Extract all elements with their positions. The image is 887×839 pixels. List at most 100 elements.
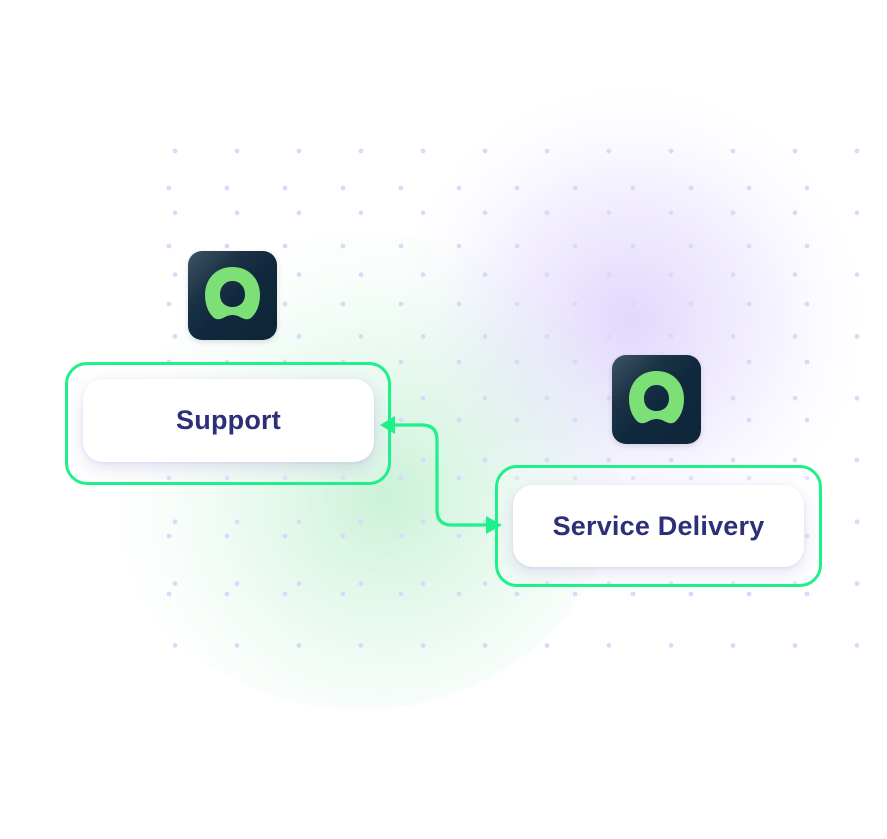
grid-dot: [854, 334, 860, 339]
grid-dot: [630, 591, 636, 597]
grid-dot: [804, 417, 810, 423]
grid-dot: [224, 533, 230, 539]
grid-dot: [456, 185, 462, 191]
grid-dot: [340, 185, 346, 191]
grid-dot: [854, 210, 860, 216]
grid-dot: [572, 243, 578, 249]
grid-dot: [688, 185, 694, 191]
grid-dot: [482, 457, 488, 463]
grid-dot: [398, 185, 404, 191]
grid-dot: [792, 272, 798, 277]
grid-dot: [340, 533, 346, 539]
grid-dot: [804, 591, 810, 597]
grid-dot: [630, 475, 636, 481]
grid-dot: [420, 643, 426, 648]
grid-dot: [792, 210, 798, 216]
grid-dot: [854, 519, 860, 525]
grid-dot: [358, 519, 364, 525]
grid-dot: [456, 243, 462, 249]
grid-dot: [544, 334, 550, 339]
grid-dot: [630, 301, 636, 307]
grid-dot: [282, 243, 288, 249]
app-logo-icon: [205, 267, 260, 320]
grid-dot: [420, 148, 426, 154]
grid-dot: [606, 334, 612, 339]
grid-dot: [482, 272, 488, 277]
grid-dot: [730, 272, 736, 277]
grid-dot: [224, 591, 230, 597]
grid-dot: [730, 148, 736, 154]
grid-dot: [572, 475, 578, 481]
grid-dot: [166, 301, 172, 307]
grid-dot: [606, 148, 612, 154]
grid-dot: [792, 334, 798, 339]
grid-dot: [296, 210, 302, 216]
grid-dot: [792, 148, 798, 154]
grid-dot: [544, 643, 550, 648]
grid-dot: [606, 210, 612, 216]
grid-dot: [358, 148, 364, 154]
grid-dot: [398, 301, 404, 307]
grid-dot: [420, 457, 426, 463]
grid-dot: [746, 591, 752, 597]
grid-dot: [482, 581, 488, 586]
grid-dot: [544, 210, 550, 216]
grid-dot: [668, 272, 674, 277]
grid-dot: [172, 148, 178, 154]
grid-dot: [456, 359, 462, 365]
grid-dot: [398, 243, 404, 249]
support-label: Support: [176, 405, 281, 435]
grid-dot: [296, 643, 302, 648]
grid-dot: [482, 395, 488, 401]
grid-dot: [482, 643, 488, 648]
grid-dot: [340, 243, 346, 249]
grid-dot: [606, 272, 612, 277]
grid-dot: [606, 395, 612, 401]
grid-dot: [514, 591, 520, 597]
support-card[interactable]: Support: [83, 379, 374, 462]
grid-dot: [282, 591, 288, 597]
grid-dot: [606, 643, 612, 648]
grid-dot: [172, 210, 178, 216]
grid-dot: [398, 475, 404, 481]
grid-dot: [572, 301, 578, 307]
grid-dot: [166, 475, 172, 481]
grid-dot: [630, 243, 636, 249]
grid-dot: [358, 272, 364, 277]
grid-dot: [456, 591, 462, 597]
grid-dot: [544, 395, 550, 401]
grid-dot: [854, 272, 860, 277]
grid-dot: [544, 148, 550, 154]
grid-dot: [854, 395, 860, 401]
grid-dot: [420, 334, 426, 339]
grid-dot: [514, 243, 520, 249]
grid-dot: [296, 581, 302, 586]
grid-dot: [668, 643, 674, 648]
grid-dot: [688, 591, 694, 597]
grid-dot: [514, 417, 520, 423]
grid-dot: [456, 301, 462, 307]
app-logo-icon: [629, 371, 684, 424]
grid-dot: [746, 301, 752, 307]
grid-dot: [854, 643, 860, 648]
grid-dot: [854, 457, 860, 463]
grid-dot: [296, 148, 302, 154]
grid-dot: [668, 148, 674, 154]
grid-dot: [668, 210, 674, 216]
grid-dot: [420, 581, 426, 586]
grid-dot: [688, 475, 694, 481]
grid-dot: [730, 395, 736, 401]
grid-dot: [854, 581, 860, 586]
service-delivery-card[interactable]: Service Delivery: [513, 485, 804, 567]
grid-dot: [420, 519, 426, 525]
grid-dot: [482, 334, 488, 339]
grid-dot: [572, 417, 578, 423]
grid-dot: [340, 475, 346, 481]
grid-dot: [804, 301, 810, 307]
grid-dot: [398, 533, 404, 539]
grid-dot: [358, 334, 364, 339]
grid-dot: [792, 395, 798, 401]
service-delivery-label: Service Delivery: [552, 510, 765, 541]
grid-dot: [358, 210, 364, 216]
